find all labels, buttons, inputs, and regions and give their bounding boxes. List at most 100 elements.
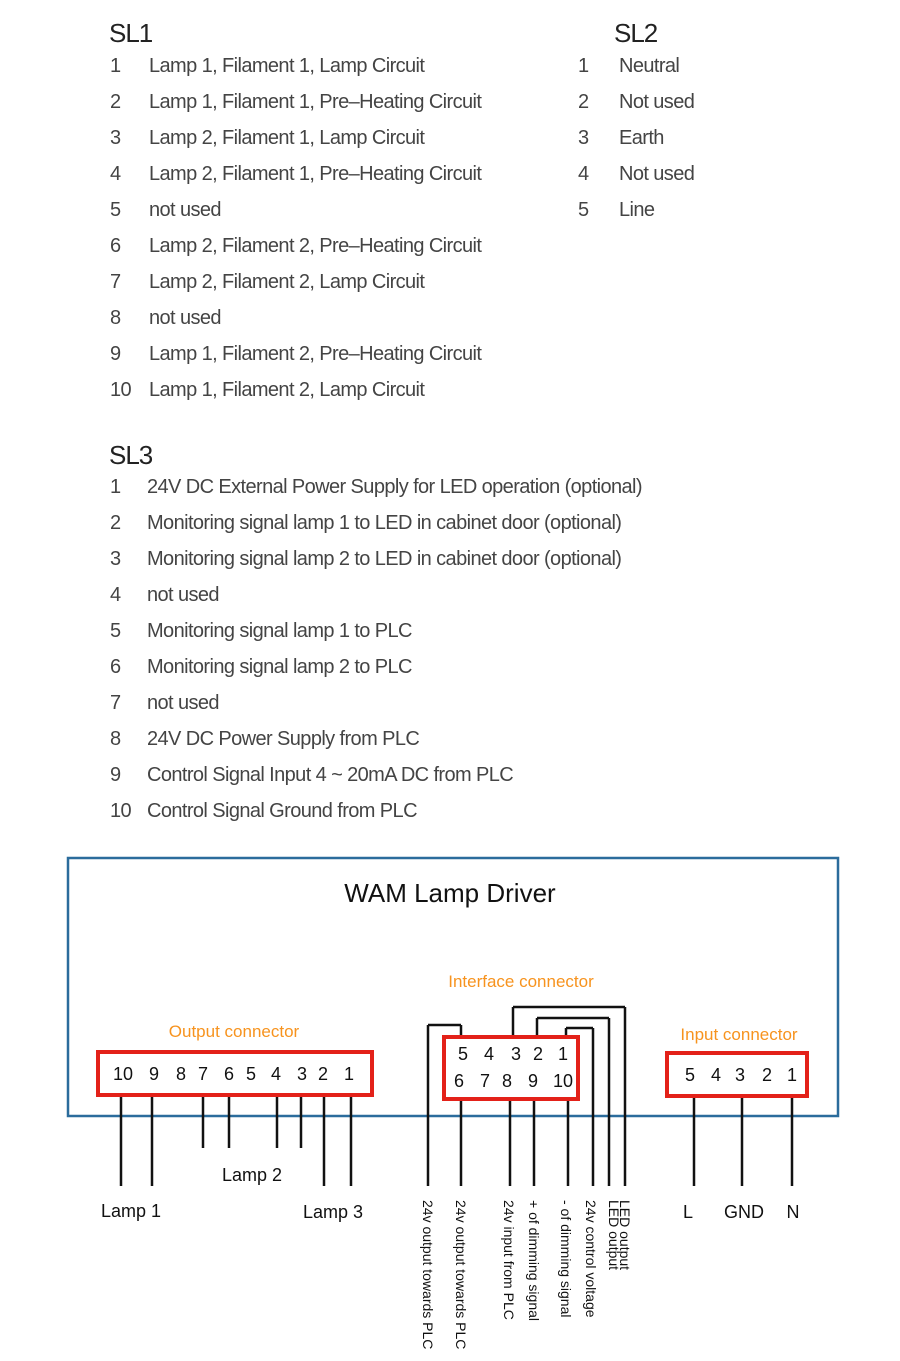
sl3-item-text: Monitoring signal lamp 1 to LED in cabin… bbox=[147, 512, 622, 534]
sl1-item-text: not used bbox=[149, 199, 222, 221]
sl2-item-number: 5 bbox=[578, 199, 589, 221]
sl1-item-number: 8 bbox=[110, 307, 121, 329]
interface-wire-label: LED output bbox=[606, 1200, 622, 1270]
sl3-item-text: not used bbox=[147, 692, 220, 714]
sl3-heading: SL3 bbox=[109, 440, 153, 470]
sl2-item-number: 4 bbox=[578, 163, 589, 185]
output-connector-box bbox=[96, 1050, 374, 1097]
sl1-item-text: Lamp 1, Filament 1, Lamp Circuit bbox=[149, 55, 425, 77]
sl2-item-text: Line bbox=[619, 199, 655, 221]
interface-pin-top: 3 bbox=[511, 1044, 521, 1064]
output-pin: 6 bbox=[224, 1064, 234, 1084]
sl2-item-text: Earth bbox=[619, 127, 664, 149]
input-wire-label: GND bbox=[724, 1202, 764, 1222]
interface-wire-label: 24v output towards PLC bbox=[420, 1200, 436, 1349]
input-connector-label: Input connector bbox=[680, 1025, 798, 1044]
input-wire-label: L bbox=[683, 1202, 693, 1222]
sl1-item-text: Lamp 1, Filament 2, Pre–Heating Circuit bbox=[149, 343, 482, 365]
output-pin: 5 bbox=[246, 1064, 256, 1084]
output-pin: 10 bbox=[113, 1064, 133, 1084]
interface-pin-bottom: 8 bbox=[502, 1071, 512, 1091]
sl1-item-number: 10 bbox=[110, 379, 132, 401]
sl3-item-text: Monitoring signal lamp 2 to PLC bbox=[147, 656, 412, 678]
interface-wire-label: 24v control voltage bbox=[583, 1200, 599, 1318]
sl2-item-number: 2 bbox=[578, 91, 589, 113]
input-connector-box bbox=[665, 1051, 809, 1098]
sl2-item-text: Not used bbox=[619, 91, 695, 113]
sl1-item-text: Lamp 1, Filament 2, Lamp Circuit bbox=[149, 379, 425, 401]
output-pin: 8 bbox=[176, 1064, 186, 1084]
sl3-item-text: not used bbox=[147, 584, 220, 606]
interface-wire-label: - of dimming signal bbox=[558, 1200, 574, 1318]
output-pin: 4 bbox=[271, 1064, 281, 1084]
interface-wire-label: 24v output towards PLC bbox=[453, 1200, 469, 1349]
sl1-item-text: Lamp 2, Filament 2, Lamp Circuit bbox=[149, 271, 425, 293]
output-pin: 7 bbox=[198, 1064, 208, 1084]
sl1-item-number: 1 bbox=[110, 55, 121, 77]
sl3-item-number: 3 bbox=[110, 548, 121, 570]
sl3-item-number: 5 bbox=[110, 620, 121, 642]
interface-pin-bottom: 10 bbox=[553, 1071, 573, 1091]
output-pin: 2 bbox=[318, 1064, 328, 1084]
sl3-item-number: 8 bbox=[110, 728, 121, 750]
interface-wire-label: LED output bbox=[617, 1200, 633, 1270]
sl1-item-text: not used bbox=[149, 307, 222, 329]
input-pin: 2 bbox=[762, 1065, 772, 1085]
interface-connector-label: Interface connector bbox=[448, 972, 594, 991]
lamp-label: Lamp 3 bbox=[303, 1202, 363, 1222]
sl3-item-text: Monitoring signal lamp 1 to PLC bbox=[147, 620, 412, 642]
sl1-item-number: 4 bbox=[110, 163, 121, 185]
sl3-item-number: 2 bbox=[110, 512, 121, 534]
output-pin: 3 bbox=[297, 1064, 307, 1084]
sl3-item-number: 4 bbox=[110, 584, 121, 606]
interface-pin-bottom: 7 bbox=[480, 1071, 490, 1091]
driver-box: WAM Lamp Driver bbox=[66, 856, 840, 1118]
sl1-item-number: 3 bbox=[110, 127, 121, 149]
sl1-item-number: 6 bbox=[110, 235, 121, 257]
sl1-item-number: 7 bbox=[110, 271, 121, 293]
diagram-title: WAM Lamp Driver bbox=[344, 878, 556, 908]
lamp-label: Lamp 1 bbox=[101, 1201, 161, 1221]
sl1-item-text: Lamp 1, Filament 1, Pre–Heating Circuit bbox=[149, 91, 482, 113]
output-pin: 1 bbox=[344, 1064, 354, 1084]
input-wire-label: N bbox=[787, 1202, 800, 1222]
sl3-item-text: 24V DC Power Supply from PLC bbox=[147, 728, 420, 750]
sl1-item-number: 5 bbox=[110, 199, 121, 221]
interface-pin-top: 2 bbox=[533, 1044, 543, 1064]
wire-labels: Lamp 1 Lamp 2 Lamp 3 L GND N 24v output toward… bbox=[101, 1165, 800, 1349]
sl3-item-text: Control Signal Input 4 ~ 20mA DC from PL… bbox=[147, 764, 514, 786]
sl3-item-number: 7 bbox=[110, 692, 121, 714]
input-pin: 4 bbox=[711, 1065, 721, 1085]
interface-wire-label: 24v input from PLC bbox=[501, 1200, 517, 1320]
sl2-item-text: Not used bbox=[619, 163, 695, 185]
interface-pin-bottom: 6 bbox=[454, 1071, 464, 1091]
sl2-item-number: 1 bbox=[578, 55, 589, 77]
sl1-heading: SL1 bbox=[109, 18, 153, 48]
sl3-item-text: Control Signal Ground from PLC bbox=[147, 800, 418, 822]
sl1-item-text: Lamp 2, Filament 1, Pre–Heating Circuit bbox=[149, 163, 482, 185]
sl1-item-text: Lamp 2, Filament 2, Pre–Heating Circuit bbox=[149, 235, 482, 257]
sl3-item-number: 10 bbox=[110, 800, 132, 822]
sl1-item-number: 2 bbox=[110, 91, 121, 113]
sl3-item-text: Monitoring signal lamp 2 to LED in cabin… bbox=[147, 548, 622, 570]
interface-connector-box bbox=[442, 1035, 580, 1101]
interface-pin-top: 5 bbox=[458, 1044, 468, 1064]
sl3-item-number: 9 bbox=[110, 764, 121, 786]
sl1-item-number: 9 bbox=[110, 343, 121, 365]
wires bbox=[119, 1005, 794, 1186]
input-pin: 5 bbox=[685, 1065, 695, 1085]
interface-pin-bottom: 9 bbox=[528, 1071, 538, 1091]
lamp-label: Lamp 2 bbox=[222, 1165, 282, 1185]
sl3-item-text: 24V DC External Power Supply for LED ope… bbox=[147, 476, 643, 498]
sl2-item-text: Neutral bbox=[619, 55, 680, 77]
input-pin: 3 bbox=[735, 1065, 745, 1085]
output-pin: 9 bbox=[149, 1064, 159, 1084]
interface-pin-top: 1 bbox=[558, 1044, 568, 1064]
sl1-item-text: Lamp 2, Filament 1, Lamp Circuit bbox=[149, 127, 425, 149]
interface-pin-top: 4 bbox=[484, 1044, 494, 1064]
input-pin: 1 bbox=[787, 1065, 797, 1085]
